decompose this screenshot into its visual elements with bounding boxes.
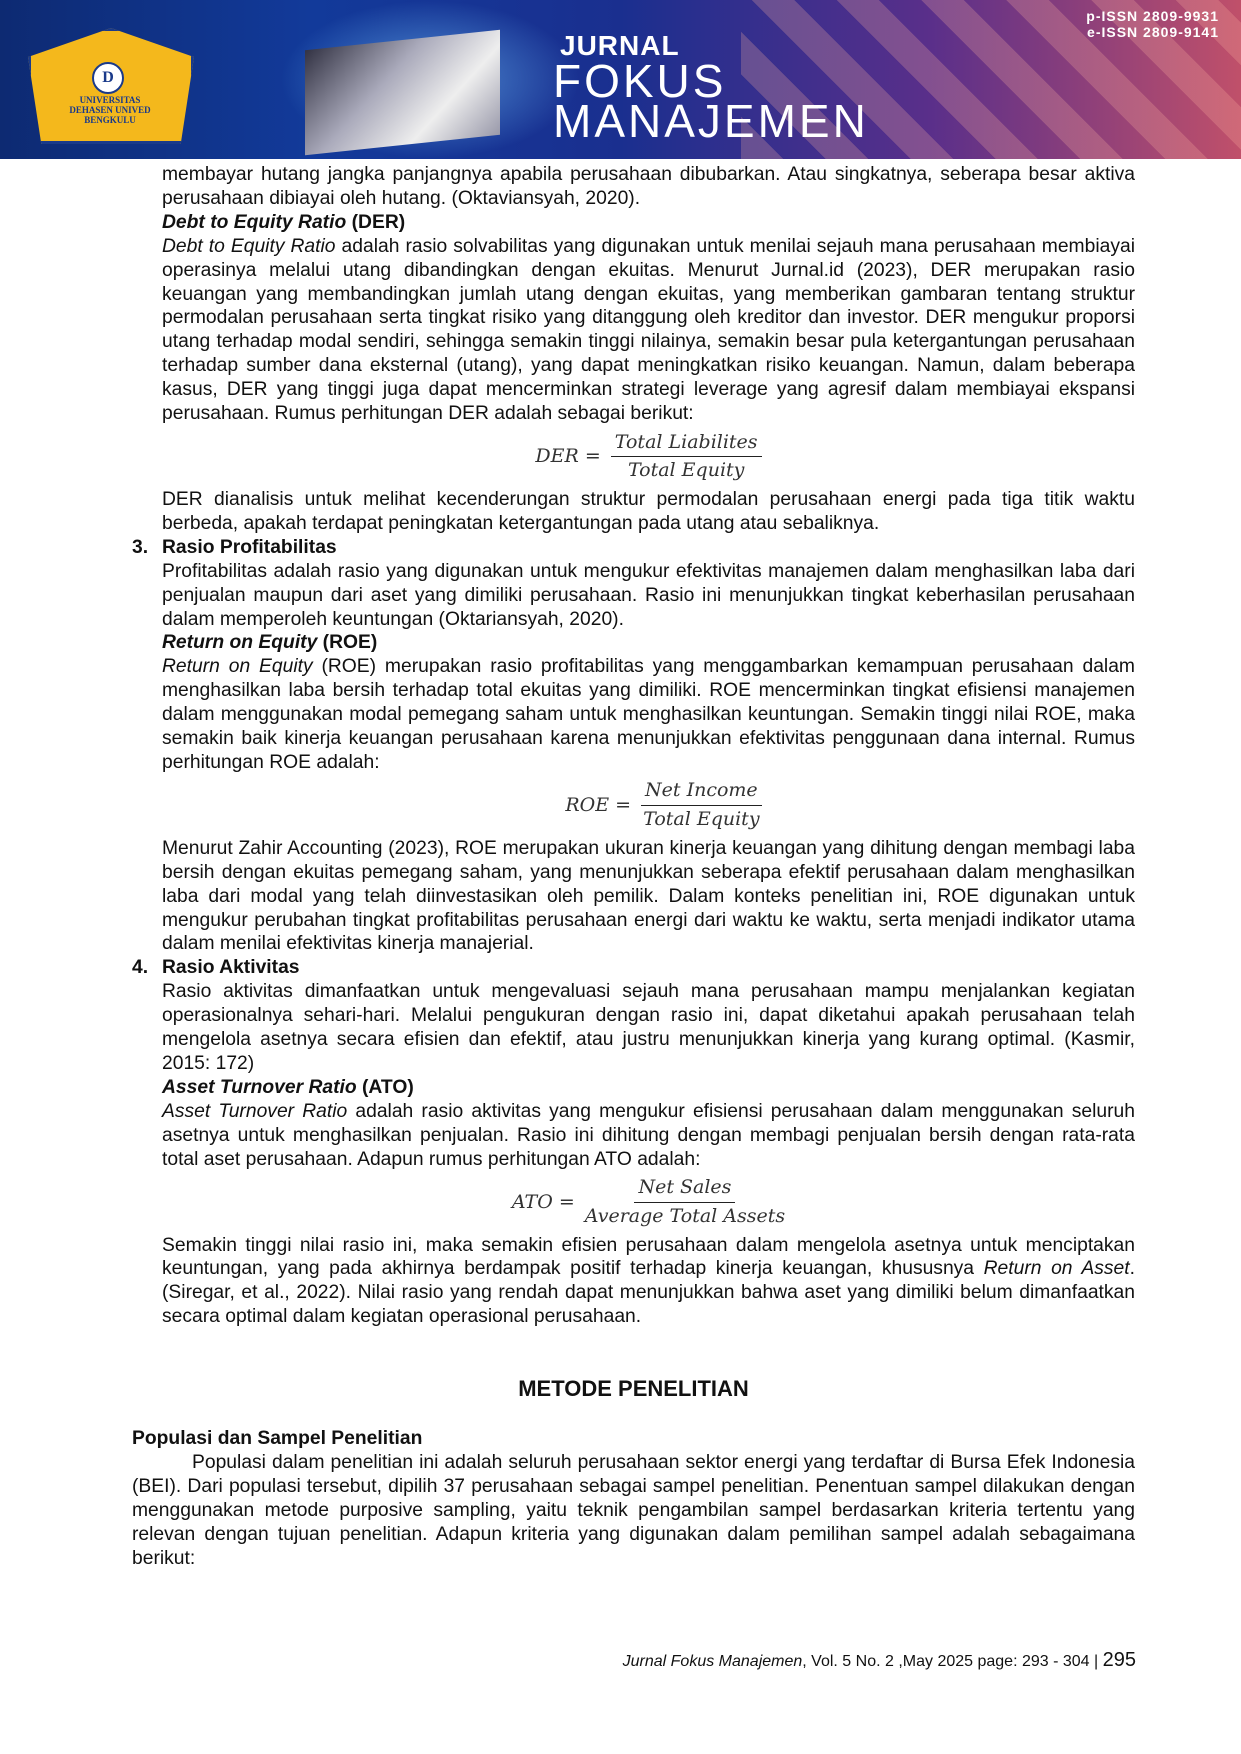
denominator: Total Equity — [627, 459, 745, 482]
footer-info: , Vol. 5 No. 2 ,May 2025 page: 293 - 304… — [802, 1653, 1103, 1670]
ato-heading-rest: (ATO) — [356, 1076, 414, 1098]
der-heading: Debt to Equity Ratio (DER) — [162, 211, 1135, 235]
ato-paragraph: Asset Turnover Ratio adalah rasio aktivi… — [162, 1100, 1135, 1172]
page-content: membayar hutang jangka panjangnya apabil… — [132, 163, 1135, 1571]
journal-title-line2: FOKUS — [553, 55, 727, 107]
subsection-heading: Populasi dan Sampel Penelitian — [132, 1428, 423, 1450]
logo-text: UNIVERSITAS DEHASEN UNIVED BENGKULU — [69, 95, 151, 125]
population-section: Populasi dan Sampel Penelitian Populasi … — [132, 1427, 1135, 1570]
formula-lhs: ROE = — [565, 793, 632, 816]
e-issn: e-ISSN 2809-9141 — [1087, 24, 1219, 40]
term: Return on Asset — [983, 1258, 1130, 1280]
numerator: Net Income — [641, 779, 762, 807]
ato-heading-italic: Asset Turnover Ratio — [162, 1076, 357, 1098]
logo-letter: D — [92, 62, 124, 94]
formula-lhs: DER = — [535, 445, 601, 468]
term: Debt to Equity Ratio — [162, 235, 336, 257]
paragraph: membayar hutang jangka panjangnya apabil… — [162, 164, 1135, 209]
banner-pattern — [741, 0, 1241, 159]
ato-heading: Asset Turnover Ratio (ATO) — [162, 1076, 1135, 1100]
text: (ROE) merupakan rasio profitabilitas yan… — [162, 656, 1135, 773]
section-title: Rasio Aktivitas — [162, 957, 300, 979]
roe-heading-italic: Return on Equity — [162, 632, 318, 654]
journal-title-line3: MANAJEMEN — [553, 95, 869, 147]
der-heading-italic: Debt to Equity Ratio — [162, 211, 347, 233]
text: Semakin tinggi nilai rasio ini, maka sem… — [162, 1234, 1135, 1280]
section-number: 4. — [132, 957, 149, 979]
ato-paragraph-2: Semakin tinggi nilai rasio ini, maka sem… — [162, 1234, 1135, 1330]
journal-title-line1: JURNAL — [560, 30, 680, 61]
paragraph: DER dianalisis untuk melihat kecenderung… — [162, 488, 1135, 534]
section-number: 3. — [132, 536, 149, 558]
issn-block: p-ISSN 2809-9931 e-ISSN 2809-9141 — [1086, 8, 1219, 40]
paragraph: Populasi dalam penelitian ini adalah sel… — [132, 1451, 1135, 1569]
der-heading-rest: (DER) — [346, 211, 406, 233]
denominator: Average Total Assets — [584, 1205, 786, 1228]
footer-journal: Jurnal Fokus Manajemen — [622, 1653, 803, 1670]
section-title: METODE PENELITIAN — [518, 1376, 749, 1402]
text: . (Siregar, et al., 2022). Nilai rasio y… — [162, 1258, 1135, 1328]
term: Asset Turnover Ratio — [162, 1100, 348, 1122]
page-footer: Jurnal Fokus Manajemen, Vol. 5 No. 2 ,Ma… — [623, 1649, 1136, 1672]
text: adalah rasio solvabilitas yang digunakan… — [162, 235, 1135, 425]
roe-heading-rest: (ROE) — [317, 632, 378, 654]
denominator: Total Equity — [643, 808, 760, 831]
page-number: 295 — [1102, 1649, 1136, 1671]
term: Return on Equity — [162, 656, 313, 678]
section-4-heading: 4. Rasio Aktivitas — [132, 956, 1135, 980]
paragraph: Rasio aktivitas dimanfaatkan untuk menge… — [162, 981, 1135, 1074]
journal-banner: D UNIVERSITAS DEHASEN UNIVED BENGKULU JU… — [0, 0, 1241, 159]
paragraph: Profitabilitas adalah rasio yang digunak… — [162, 560, 1135, 630]
banner-photo — [305, 29, 500, 156]
formula-lhs: ATO = — [511, 1190, 575, 1213]
section-title: Rasio Profitabilitas — [162, 536, 337, 558]
text: adalah rasio aktivitas yang mengukur efi… — [162, 1100, 1135, 1170]
paragraph: Menurut Zahir Accounting (2023), ROE mer… — [162, 837, 1135, 955]
der-paragraph: Debt to Equity Ratio adalah rasio solvab… — [162, 235, 1135, 426]
roe-heading: Return on Equity (ROE) — [162, 631, 1135, 655]
numerator: Total Liabilites — [610, 431, 762, 458]
numerator: Net Sales — [634, 1176, 736, 1204]
p-issn: p-ISSN 2809-9931 — [1086, 8, 1219, 24]
roe-paragraph: Return on Equity (ROE) merupakan rasio p… — [162, 655, 1135, 775]
section-3-heading: 3. Rasio Profitabilitas — [132, 536, 1135, 560]
